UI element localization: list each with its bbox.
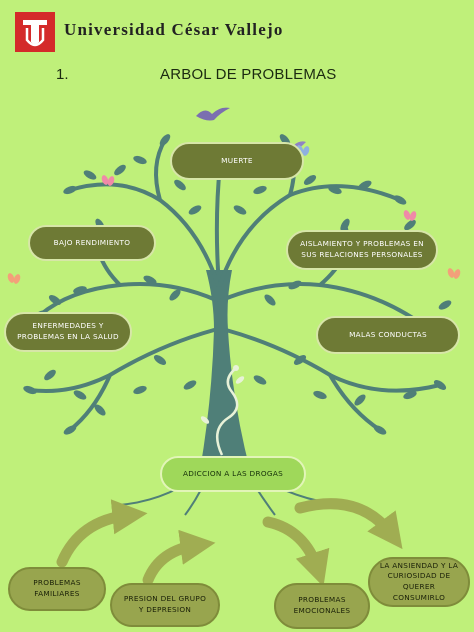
effect-illness: ENFERMEDADES Y PROBLEMAS EN LA SALUD	[4, 312, 132, 352]
tree-branches	[28, 138, 442, 432]
university-name: Universidad César Vallejo	[64, 20, 284, 39]
butterfly-icon-4	[447, 268, 461, 279]
effect-death-label: MUERTE	[221, 155, 253, 165]
cause-family-label: PROBLEMAS FAMILIARES	[33, 578, 81, 598]
effect-isolation: AISLAMIENTO Y PROBLEMAS EN SUS RELACIONE…	[286, 230, 438, 270]
university-logo-icon	[15, 12, 55, 52]
effect-low-performance: BAJO RENDIMIENTO	[28, 225, 156, 261]
cause-anxiety: LA ANSIENDAD Y LA CURIOSIDAD DE QUERER C…	[368, 557, 470, 607]
cause-family: PROBLEMAS FAMILIARES	[8, 567, 106, 611]
cause-emotional-label: PROBLEMAS EMOCIONALES	[293, 595, 351, 615]
central-problem-label: ADICCION A LAS DROGAS	[182, 468, 284, 478]
bird-icon	[196, 107, 230, 121]
page-number: 1.	[56, 66, 69, 83]
effect-death: MUERTE	[170, 142, 304, 180]
arrow-anxiety-icon	[294, 498, 403, 550]
cause-arrows	[56, 498, 403, 587]
trunk-swirl	[215, 367, 239, 456]
effect-bad-behavior-label: MALAS CONDUCTAS	[349, 329, 427, 339]
butterfly-icon	[101, 175, 115, 186]
central-problem: ADICCION A LAS DROGAS	[160, 456, 306, 492]
header: Universidad César Vallejo	[0, 0, 474, 60]
arrow-peer-icon	[142, 529, 216, 586]
effect-isolation-label: AISLAMIENTO Y PROBLEMAS EN SUS RELACIONE…	[300, 239, 424, 259]
cause-peer-pressure: PRESION DEL GRUPO Y DEPRESION	[110, 583, 220, 627]
butterfly-icon-2	[403, 210, 417, 221]
cause-emotional: PROBLEMAS EMOCIONALES	[274, 583, 370, 629]
cause-anxiety-label: LA ANSIENDAD Y LA CURIOSIDAD DE QUERER C…	[379, 560, 459, 602]
arrow-family-icon	[56, 499, 148, 568]
effect-bad-behavior: MALAS CONDUCTAS	[316, 316, 460, 354]
butterfly-icon-3	[7, 273, 21, 284]
tree-trunk	[200, 270, 250, 470]
effect-illness-label: ENFERMEDADES Y PROBLEMAS EN LA SALUD	[17, 321, 119, 341]
arrow-emotional-icon	[262, 516, 330, 587]
effect-low-performance-label: BAJO RENDIMIENTO	[53, 237, 131, 247]
cause-peer-pressure-label: PRESION DEL GRUPO Y DEPRESION	[123, 594, 207, 614]
page-title: ARBOL DE PROBLEMAS	[160, 66, 337, 83]
